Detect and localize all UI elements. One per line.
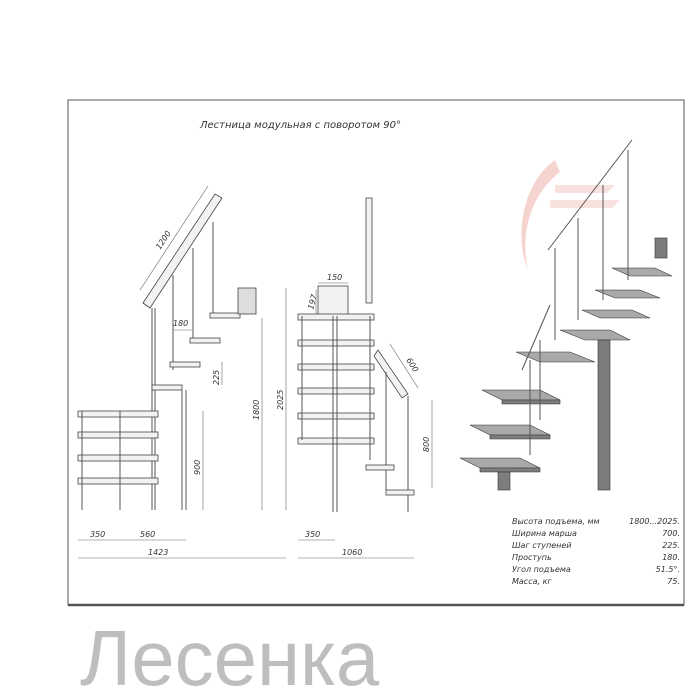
- dim-560: 560: [140, 530, 155, 539]
- spec-value: 180.: [662, 553, 680, 562]
- spec-value: 51.5°.: [656, 565, 680, 574]
- dim-225: 225: [212, 370, 221, 385]
- isometric-view: [459, 139, 673, 491]
- dim-180: 180: [173, 319, 188, 328]
- dim-1200: 1200: [154, 229, 173, 251]
- dim-350-side: 350: [90, 530, 105, 539]
- spec-value: 1800...2025.: [629, 517, 680, 526]
- dim-600: 600: [404, 356, 420, 374]
- spec-value: 75.: [667, 577, 680, 586]
- spec-label: Высота подъема, мм: [512, 517, 600, 526]
- drawing-title: Лестница модульная с поворотом 90°: [199, 120, 401, 131]
- spec-label: Шаг ступеней: [512, 541, 572, 550]
- spec-value: 700.: [662, 529, 680, 538]
- spec-table: Высота подъема, мм 1800...2025. Ширина м…: [512, 517, 680, 586]
- dim-2025: 2025: [276, 390, 285, 410]
- dim-1800: 1800: [252, 400, 261, 420]
- handrail: [142, 193, 223, 309]
- dim-800: 800: [422, 437, 431, 452]
- spec-value: 225.: [662, 541, 680, 550]
- dim-197: 197: [306, 293, 319, 311]
- dim-900: 900: [193, 460, 202, 475]
- dim-1060: 1060: [342, 548, 362, 557]
- watermark: Лесенка: [80, 614, 380, 700]
- wall-section: [237, 287, 257, 315]
- spec-label: Угол подъема: [512, 565, 571, 574]
- dim-350-front: 350: [305, 530, 320, 539]
- front-view: 150 197 600 800 350 1060: [297, 197, 433, 559]
- dim-1423: 1423: [148, 548, 168, 557]
- spec-label: Проступь: [512, 553, 552, 562]
- side-view: 1200 180 225 900 1800 2025 350 560 1423: [77, 185, 287, 559]
- dim-150: 150: [327, 273, 342, 282]
- spec-label: Ширина марша: [512, 529, 577, 538]
- company-logo: [521, 160, 620, 270]
- spec-label: Масса, кг: [512, 577, 552, 586]
